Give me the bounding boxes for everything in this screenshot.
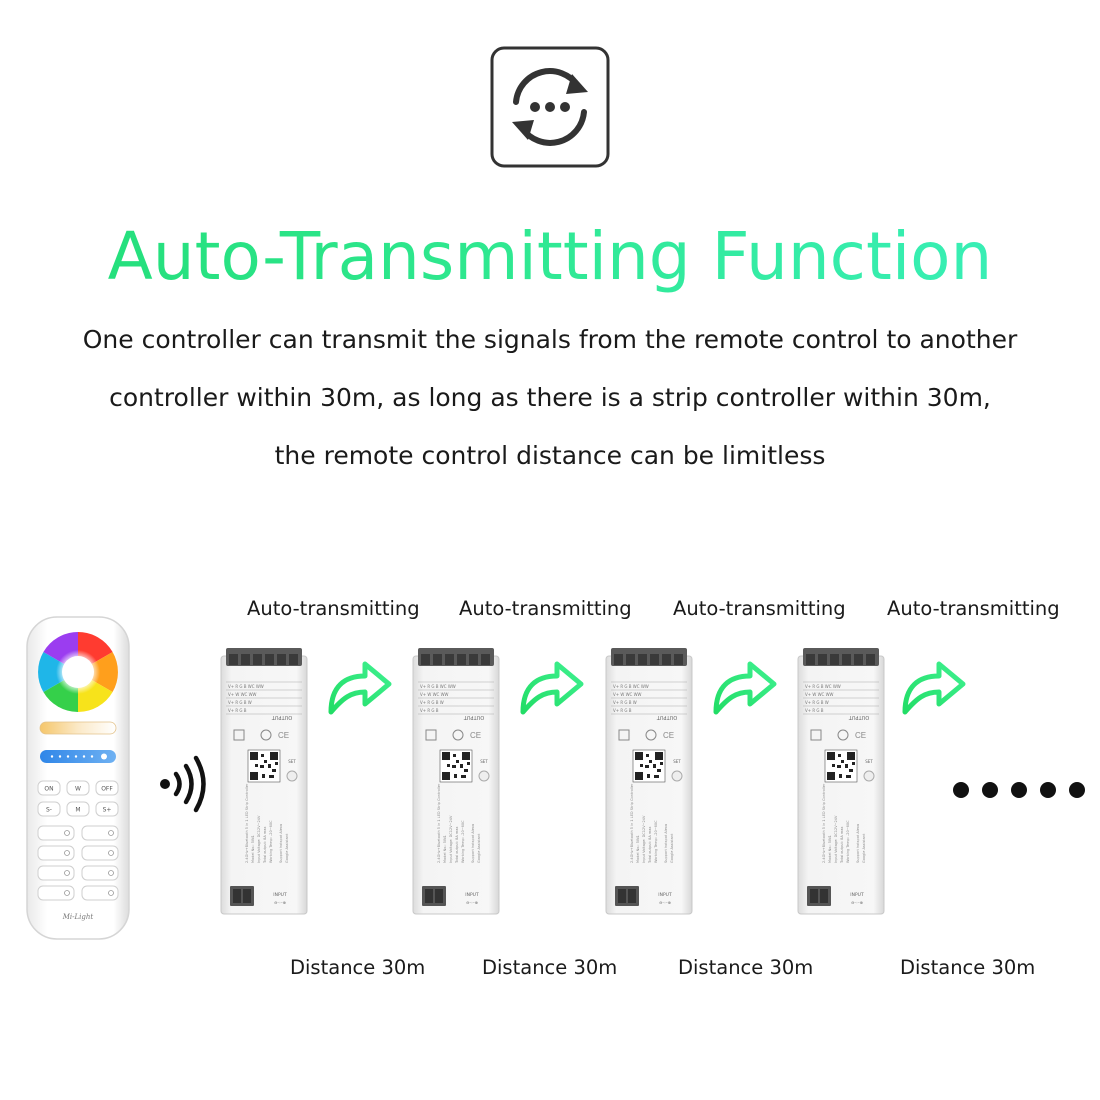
remote-btn-s-plus: S+ xyxy=(103,807,112,814)
remote-control: ON W OFF S- M S+ Mi-Light xyxy=(26,616,130,940)
remote-btn-on: ON xyxy=(44,786,53,793)
svg-text:V+ R G B W: V+ R G B W xyxy=(228,700,252,705)
svg-text:V+ R G B WC WW: V+ R G B WC WW xyxy=(805,684,841,689)
auto-transmitting-label-4: Auto-transmitting xyxy=(887,597,1060,620)
svg-text:Input Voltage: DC12V~24V: Input Voltage: DC12V~24V xyxy=(834,815,838,863)
svg-text:V+ R G B W: V+ R G B W xyxy=(613,700,637,705)
svg-text:Working Temp: -20~60C: Working Temp: -20~60C xyxy=(269,820,273,863)
svg-text:Model No.: 5IN1: Model No.: 5IN1 xyxy=(443,835,447,863)
remote-btn-s-minus: S- xyxy=(46,807,52,814)
svg-text:V+ R G B: V+ R G B xyxy=(613,708,632,713)
svg-text:Support hotspot Alexa: Support hotspot Alexa xyxy=(471,824,475,863)
controller-output-label: OUTPUT xyxy=(271,714,292,720)
svg-text:2.4GHz+Bluetooth 5 in 1 LED St: 2.4GHz+Bluetooth 5 in 1 LED Strip Contro… xyxy=(630,783,634,863)
remote-btn-off: OFF xyxy=(101,786,113,793)
controller-set-label: SET xyxy=(673,759,681,764)
svg-text:V+ R G B: V+ R G B xyxy=(420,708,439,713)
description-line-3: the remote control distance can be limit… xyxy=(274,441,826,470)
page-title: Auto-Transmitting Function xyxy=(0,218,1100,295)
svg-text:Model No.: 5IN1: Model No.: 5IN1 xyxy=(636,835,640,863)
svg-text:V+ R G B: V+ R G B xyxy=(805,708,824,713)
remote-brand: Mi-Light xyxy=(62,913,94,921)
distance-label-2: Distance 30m xyxy=(482,956,618,979)
green-curved-arrow-icon xyxy=(899,656,969,716)
svg-text:Input Voltage: DC12V~24V: Input Voltage: DC12V~24V xyxy=(642,815,646,863)
svg-text:Support hotspot Alexa: Support hotspot Alexa xyxy=(279,824,283,863)
distance-label-3: Distance 30m xyxy=(678,956,814,979)
svg-text:V+ R G B WC WW: V+ R G B WC WW xyxy=(228,684,264,689)
svg-text:CE: CE xyxy=(470,731,481,740)
auto-transmitting-label-2: Auto-transmitting xyxy=(459,597,632,620)
strip-controller-1: V+ R G B WC WW V+ W WC WW V+ R G B W V+ … xyxy=(220,648,308,916)
strip-controller-2: V+ R G B WC WW V+ W WC WW V+ R G B W V+ … xyxy=(412,648,500,916)
svg-text:Total output: 8A max: Total output: 8A max xyxy=(263,827,267,864)
svg-text:⊖-◦-⊕: ⊖-◦-⊕ xyxy=(274,900,286,905)
svg-text:2.4GHz+Bluetooth 5 in 1 LED St: 2.4GHz+Bluetooth 5 in 1 LED Strip Contro… xyxy=(437,783,441,863)
svg-text:Working Temp: -20~60C: Working Temp: -20~60C xyxy=(654,820,658,863)
controller-input-label: INPUT xyxy=(850,892,864,898)
wireless-signal-icon xyxy=(156,752,216,816)
green-curved-arrow-icon xyxy=(325,656,395,716)
svg-text:Google Assistant: Google Assistant xyxy=(862,833,866,863)
svg-text:V+ R G B WC WW: V+ R G B WC WW xyxy=(613,684,649,689)
svg-text:V+ R G B WC WW: V+ R G B WC WW xyxy=(420,684,456,689)
svg-text:Total output: 8A max: Total output: 8A max xyxy=(840,827,844,864)
strip-controller-4: V+ R G B WC WW V+ W WC WW V+ R G B W V+ … xyxy=(797,648,885,916)
controller-set-label: SET xyxy=(480,759,488,764)
svg-text:Google Assistant: Google Assistant xyxy=(670,833,674,863)
svg-text:Total output: 8A max: Total output: 8A max xyxy=(648,827,652,864)
controller-output-label: OUTPUT xyxy=(656,714,677,720)
controller-input-label: INPUT xyxy=(465,892,479,898)
controller-input-label: INPUT xyxy=(658,892,672,898)
description-line-1: One controller can transmit the signals … xyxy=(82,325,1018,354)
svg-text:⊖-◦-⊕: ⊖-◦-⊕ xyxy=(851,900,863,905)
description-line-2: controller within 30m, as long as there … xyxy=(109,383,991,412)
distance-label-1: Distance 30m xyxy=(290,956,426,979)
svg-text:2.4GHz+Bluetooth 5 in 1 LED St: 2.4GHz+Bluetooth 5 in 1 LED Strip Contro… xyxy=(245,783,249,863)
svg-text:Input Voltage: DC12V~24V: Input Voltage: DC12V~24V xyxy=(257,815,261,863)
auto-transmitting-label-1: Auto-transmitting xyxy=(247,597,420,620)
remote-btn-m: M xyxy=(75,807,80,814)
svg-text:CE: CE xyxy=(855,731,866,740)
controller-output-label: OUTPUT xyxy=(848,714,869,720)
controller-set-label: SET xyxy=(865,759,873,764)
auto-transmitting-label-3: Auto-transmitting xyxy=(673,597,846,620)
svg-text:Working Temp: -20~60C: Working Temp: -20~60C xyxy=(461,820,465,863)
svg-text:⊖-◦-⊕: ⊖-◦-⊕ xyxy=(659,900,671,905)
svg-text:V+ W WC WW: V+ W WC WW xyxy=(420,692,449,697)
svg-text:Model No.: 5IN1: Model No.: 5IN1 xyxy=(828,835,832,863)
svg-text:V+ R G B W: V+ R G B W xyxy=(420,700,444,705)
strip-controller-3: V+ R G B WC WW V+ W WC WW V+ R G B W V+ … xyxy=(605,648,693,916)
svg-text:CE: CE xyxy=(663,731,674,740)
controller-input-label: INPUT xyxy=(273,892,287,898)
remote-btn-w: W xyxy=(75,786,81,793)
svg-text:Support hotspot Alexa: Support hotspot Alexa xyxy=(664,824,668,863)
svg-text:V+ W WC WW: V+ W WC WW xyxy=(805,692,834,697)
distance-label-4: Distance 30m xyxy=(900,956,1036,979)
svg-text:Input Voltage: DC12V~24V: Input Voltage: DC12V~24V xyxy=(449,815,453,863)
svg-text:V+ W WC WW: V+ W WC WW xyxy=(613,692,642,697)
continuation-dots xyxy=(950,778,1090,802)
svg-text:CE: CE xyxy=(278,731,289,740)
svg-text:V+ R G B W: V+ R G B W xyxy=(805,700,829,705)
green-curved-arrow-icon xyxy=(710,656,780,716)
svg-text:V+ W WC WW: V+ W WC WW xyxy=(228,692,257,697)
auto-transmit-cycle-icon xyxy=(490,46,610,168)
svg-text:Google Assistant: Google Assistant xyxy=(477,833,481,863)
controller-output-label: OUTPUT xyxy=(463,714,484,720)
green-curved-arrow-icon xyxy=(517,656,587,716)
svg-text:Total output: 8A max: Total output: 8A max xyxy=(455,827,459,864)
controller-set-label: SET xyxy=(288,759,296,764)
svg-text:Support hotspot Alexa: Support hotspot Alexa xyxy=(856,824,860,863)
svg-text:V+ R G B: V+ R G B xyxy=(228,708,247,713)
svg-text:Google Assistant: Google Assistant xyxy=(285,833,289,863)
svg-text:⊖-◦-⊕: ⊖-◦-⊕ xyxy=(466,900,478,905)
svg-text:2.4GHz+Bluetooth 5 in 1 LED St: 2.4GHz+Bluetooth 5 in 1 LED Strip Contro… xyxy=(822,783,826,863)
svg-text:Model No.: 5IN1: Model No.: 5IN1 xyxy=(251,835,255,863)
svg-text:Working Temp: -20~60C: Working Temp: -20~60C xyxy=(846,820,850,863)
